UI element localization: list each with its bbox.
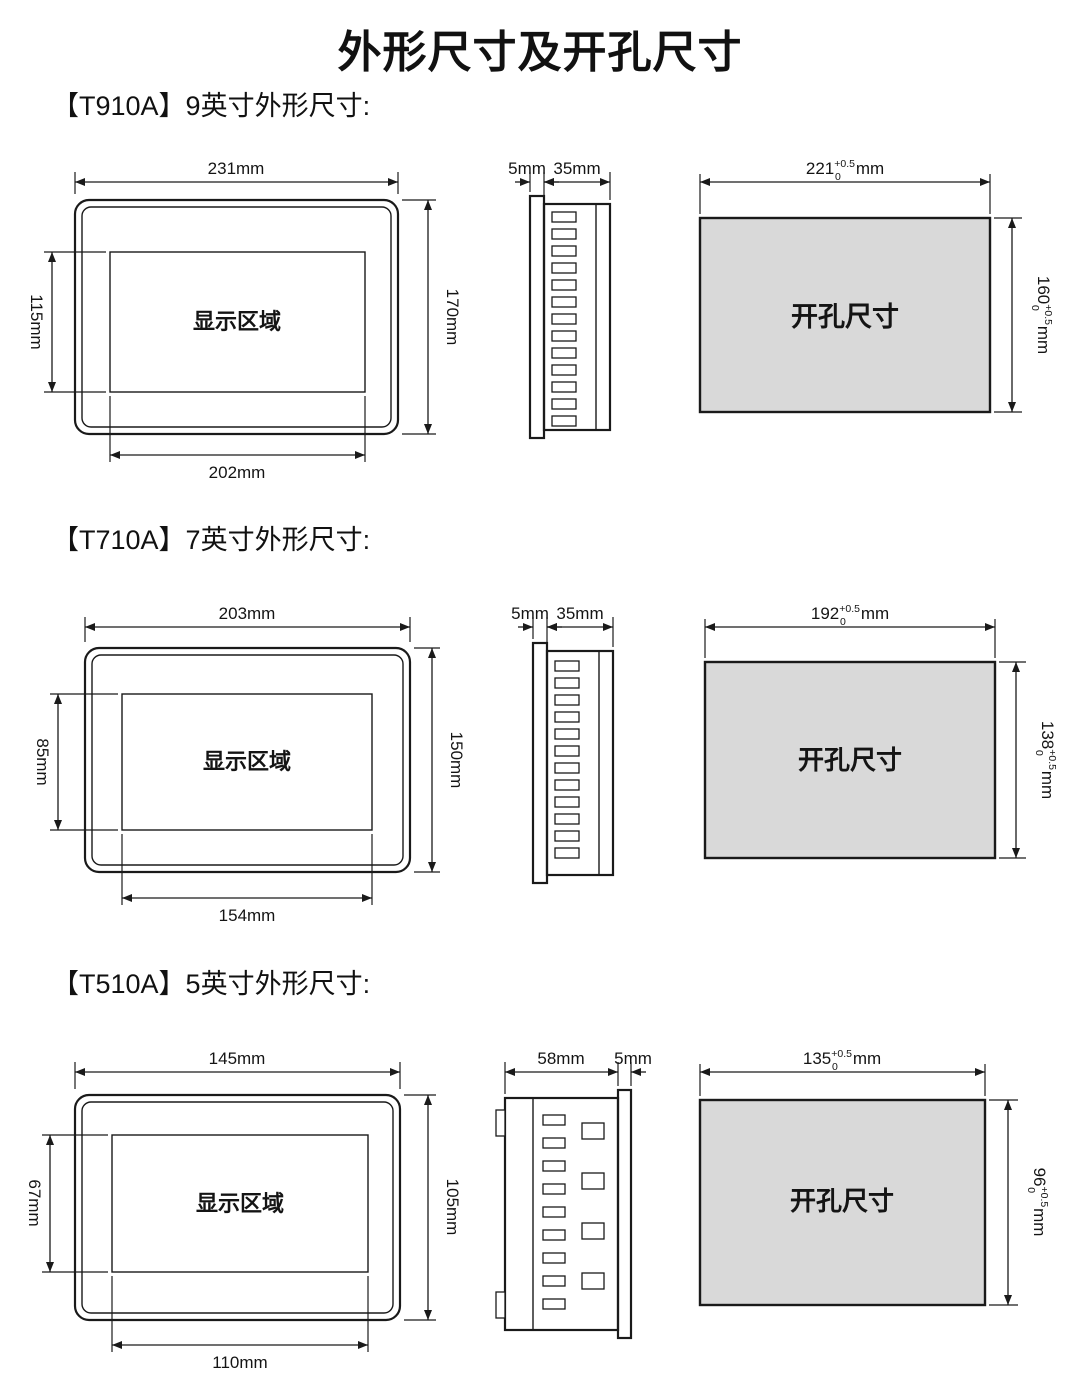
panel-bezel — [81, 206, 392, 428]
display-width-dim: 154mm — [121, 834, 373, 925]
vent-slots — [542, 1114, 566, 1310]
display-height-dim: 85mm — [33, 693, 118, 831]
section-heading-t910a: 【T910A】9英寸外形尺寸: — [52, 91, 371, 121]
t910a-diagram: 显示区域 231mm 170mm 115mm — [27, 158, 1054, 482]
display-width-dim: 110mm — [111, 1276, 369, 1372]
side-dim1-label: 58mm — [537, 1049, 584, 1068]
section-heading-t510a: 【T510A】5英寸外形尺寸: — [52, 969, 371, 999]
front-height-dim: 170mm — [402, 199, 462, 435]
side-dim1-label: 5mm — [508, 159, 546, 178]
cutout-label: 开孔尺寸 — [790, 1187, 894, 1216]
display-width-label: 202mm — [209, 463, 266, 482]
front-view: 显示区域 203mm 150mm 85mm — [33, 604, 466, 925]
side-body — [542, 202, 612, 432]
side-flange — [531, 641, 549, 885]
display-height-dim: 67mm — [25, 1134, 108, 1273]
front-width-label: 231mm — [208, 159, 265, 178]
front-height-label: 105mm — [443, 1179, 462, 1236]
cutout-height-dim: 96+0.50mm — [989, 1099, 1050, 1306]
t710a-diagram: 显示区域 203mm 150mm 85mm — [33, 603, 1058, 925]
side-flange — [528, 194, 546, 440]
display-height-label: 85mm — [33, 738, 52, 785]
panel-bezel — [81, 1101, 394, 1314]
panel-outline — [83, 646, 412, 874]
front-width-dim: 145mm — [74, 1049, 401, 1089]
side-dim2-label: 35mm — [556, 604, 603, 623]
display-height-label: 115mm — [27, 294, 46, 349]
cutout-height-dim: 160+0.50mm — [994, 217, 1054, 413]
cutout-label: 开孔尺寸 — [798, 746, 902, 775]
cutout-rect — [698, 1098, 987, 1307]
front-view: 显示区域 231mm 170mm 115mm — [27, 159, 462, 482]
cutout-rect — [698, 216, 992, 414]
side-depth-dims: 5mm 35mm — [511, 604, 614, 647]
vent-slots — [554, 660, 580, 859]
cutout-height-label: 96+0.50mm — [1025, 1168, 1050, 1237]
display-width-label: 154mm — [219, 906, 276, 925]
panel-outline — [73, 1093, 402, 1322]
panel-bezel — [91, 654, 404, 866]
t510a-diagram: 显示区域 145mm 105mm 67mm — [25, 1048, 1050, 1372]
vent-slots — [551, 211, 577, 427]
front-view: 显示区域 145mm 105mm 67mm — [25, 1049, 462, 1372]
front-height-label: 150mm — [447, 732, 466, 789]
side-depth-dims: 58mm 5mm — [504, 1049, 652, 1094]
side-view: 5mm 35mm — [508, 159, 612, 440]
front-width-label: 145mm — [209, 1049, 266, 1068]
display-area-label: 显示区域 — [203, 749, 291, 774]
side-view: 5mm 35mm — [511, 604, 615, 885]
side-tab — [495, 1291, 506, 1319]
side-body — [545, 649, 615, 877]
front-width-label: 203mm — [219, 604, 276, 623]
side-dim1-label: 5mm — [511, 604, 549, 623]
cutout-height-label: 160+0.50mm — [1029, 276, 1054, 354]
connector-ports — [581, 1122, 605, 1290]
page-title: 外形尺寸及开孔尺寸 — [337, 28, 743, 77]
front-height-label: 170mm — [443, 289, 462, 346]
display-height-label: 67mm — [25, 1179, 44, 1226]
display-width-dim: 202mm — [109, 396, 366, 482]
display-area-label: 显示区域 — [196, 1191, 284, 1216]
display-area — [121, 693, 373, 831]
side-flange — [616, 1088, 633, 1340]
cutout-label: 开孔尺寸 — [791, 302, 899, 332]
front-width-dim: 231mm — [74, 159, 399, 194]
section-heading-t710a: 【T710A】7英寸外形尺寸: — [52, 525, 371, 555]
side-dim2-label: 35mm — [553, 159, 600, 178]
display-width-label: 110mm — [212, 1353, 267, 1372]
display-area-label: 显示区域 — [193, 309, 281, 334]
front-width-dim: 203mm — [84, 604, 411, 642]
front-height-dim: 105mm — [404, 1094, 462, 1321]
front-height-dim: 150mm — [414, 647, 466, 873]
display-area — [111, 1134, 369, 1273]
cutout-height-dim: 138+0.50mm — [999, 661, 1058, 859]
display-area — [109, 251, 366, 393]
panel-outline — [73, 198, 400, 436]
side-tab — [495, 1109, 506, 1137]
side-view: 58mm 5mm — [495, 1049, 652, 1340]
side-depth-dims: 5mm 35mm — [508, 159, 611, 200]
cutout-rect — [703, 660, 997, 860]
cutout-height-label: 138+0.50mm — [1033, 721, 1058, 799]
side-dim2-label: 5mm — [614, 1049, 652, 1068]
display-height-dim: 115mm — [27, 251, 106, 393]
